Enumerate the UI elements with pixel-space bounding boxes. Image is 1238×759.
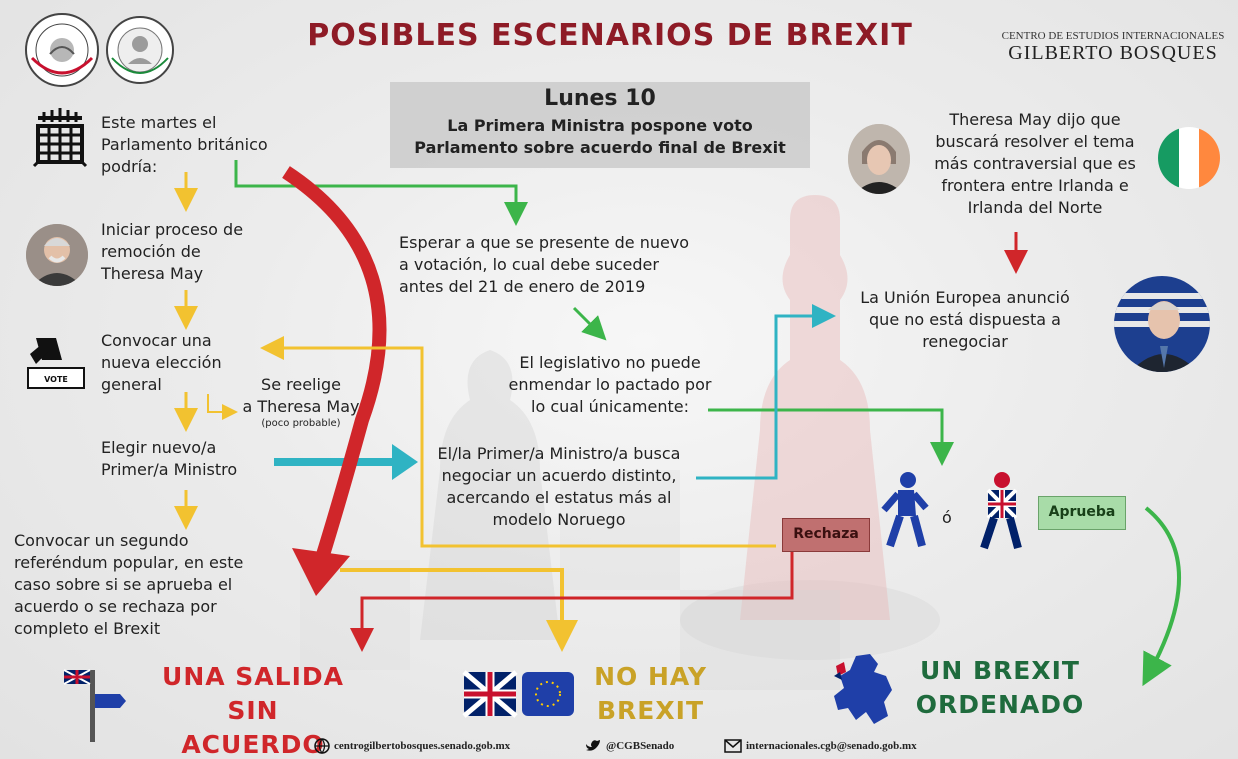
reject-tag: Rechaza [782,518,870,552]
cannot-amend-line: enmendar lo pactado por [508,375,712,394]
parliament-line: Parlamento británico [101,135,268,154]
reelect-text: Se reelige a Theresa May (poco probable) [236,374,366,430]
cannot-amend-line: El legislativo no puede [519,353,701,372]
senate-seal-logo [25,13,99,87]
outcome-no-brexit-line: BREXIT [596,696,704,725]
eu-announced-line: que no está dispuesta a [869,310,1061,329]
outcome-orderly-line: ORDENADO [915,690,1085,719]
cgb-seal-logo [106,16,174,84]
mail-icon [724,739,742,753]
outcome-orderly-brexit: UN BREXIT ORDENADO [900,654,1100,722]
outcome-no-deal: UNA SALIDA SIN ACUERDO [133,660,373,759]
may-said-line: más contraversial que es [934,154,1136,173]
may-said-text: Theresa May dijo que buscará resolver el… [920,109,1150,219]
reelect-line: a Theresa May [242,397,360,416]
referendum-line: acuerdo o se rechaza por [14,597,217,616]
wait-line: antes del 21 de enero de 2019 [399,277,646,296]
corbyn-photo [26,224,88,286]
date-box-line1: La Primera Ministra pospone voto [447,116,753,135]
approve-tag: Aprueba [1038,496,1126,530]
theresa-may-photo [848,124,910,194]
outcome-no-deal-line: UNA SALIDA SIN [162,662,344,725]
uk-eu-signpost-icon [63,669,126,742]
election-line: nueva elección [101,353,222,372]
eu-announced-text: La Unión Europea anunció que no está dis… [850,287,1080,353]
new-pm-line: Primer/a Ministro [101,460,238,479]
referendum-line: referéndum popular, en este [14,553,244,572]
reelect-line: Se reelige [261,375,341,394]
globe-icon [314,738,330,754]
election-line: Convocar una [101,331,212,350]
may-said-line: buscará resolver el tema [935,132,1135,151]
ballot-box-icon: VOTE [27,338,85,389]
outcome-no-deal-line: ACUERDO [181,730,325,759]
eu-map-icon [834,654,892,724]
eu-figure-walking-icon [881,472,929,548]
removal-line: Iniciar proceso de [101,220,244,239]
tusk-photo [1114,276,1210,372]
ireland-flag-icon [1158,127,1220,189]
wait-line: a votación, lo cual debe suceder [399,255,659,274]
parliament-line: podría: [101,157,158,176]
parliament-text: Este martes el Parlamento británico podr… [101,112,268,178]
may-said-line: frontera entre Irlanda e [941,176,1129,195]
eu-announced-line: renegociar [922,332,1008,351]
referendum-text: Convocar un segundo referéndum popular, … [14,530,243,640]
reelect-note: (poco probable) [261,418,341,429]
outcome-orderly-line: UN BREXIT [920,656,1080,685]
may-said-line: Irlanda del Norte [967,198,1103,217]
negotiate-line: modelo Noruego [492,510,626,529]
outcome-no-brexit-line: NO HAY [594,662,707,691]
footer-website[interactable]: centrogilbertobosques.senado.gob.mx [334,740,511,752]
referendum-line: completo el Brexit [14,619,161,638]
page-title: POSIBLES ESCENARIOS DE BREXIT [307,18,913,53]
removal-text: Iniciar proceso de remoción de Theresa M… [101,219,243,285]
election-text: Convocar una nueva elección general [101,330,222,396]
institution-name-main: GILBERTO BOSQUES [1008,42,1218,64]
twitter-icon [586,740,600,751]
removal-line: Theresa May [101,264,204,283]
referendum-line: Convocar un segundo [14,531,189,550]
date-box [390,82,810,168]
new-pm-line: Elegir nuevo/a [101,438,217,457]
new-pm-text: Elegir nuevo/a Primer/a Ministro [101,437,237,481]
date-box-line2: Parlamento sobre acuerdo final de Brexit [414,138,786,157]
cannot-amend-line: lo cual únicamente: [531,397,689,416]
outcome-no-brexit: NO HAY BREXIT [588,660,713,728]
uk-eu-puzzle-icon [462,670,574,718]
eu-announced-line: La Unión Europea anunció [860,288,1070,307]
wait-line: Esperar a que se presente de nuevo [399,233,690,252]
date-box-title: Lunes 10 [544,86,656,111]
institution-name-top: CENTRO DE ESTUDIOS INTERNACIONALES [1001,30,1225,42]
negotiate-text: El/la Primer/a Ministro/a busca negociar… [414,443,704,531]
negotiate-line: negociar un acuerdo distinto, [441,466,677,485]
election-line: general [101,375,162,394]
footer-email[interactable]: internacionales.cgb@senado.gob.mx [746,740,917,752]
cannot-amend-text: El legislativo no puede enmendar lo pact… [480,352,740,418]
or-word: ó [942,508,952,527]
uk-figure-walking-icon [980,472,1022,550]
ballot-vote-label: VOTE [44,375,68,384]
may-said-line: Theresa May dijo que [949,110,1121,129]
parliament-line: Este martes el [101,113,217,132]
footer-twitter[interactable]: @CGBSenado [606,740,675,752]
wait-vote-text: Esperar a que se presente de nuevo a vot… [399,232,689,298]
removal-line: remoción de [101,242,201,261]
negotiate-line: El/la Primer/a Ministro/a busca [437,444,681,463]
negotiate-line: acercando el estatus más al [446,488,672,507]
referendum-line: caso sobre si se aprueba el [14,575,233,594]
parliament-portcullis-icon [32,108,88,168]
